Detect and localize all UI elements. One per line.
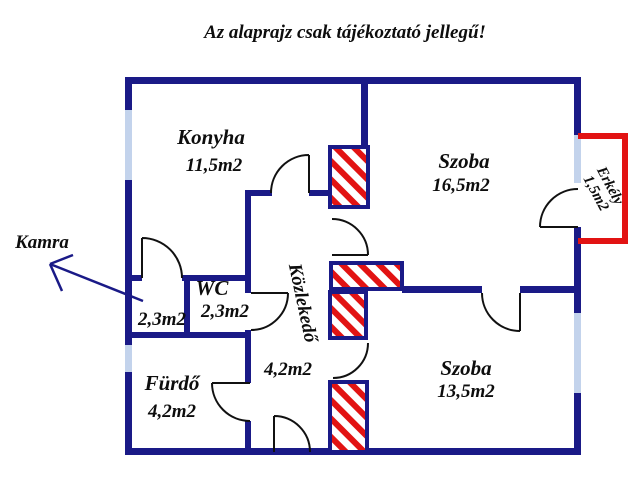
label-szoba-nagy-name: Szoba [438,148,490,173]
door-szoba-nagy [331,218,369,256]
disclaimer-title: Az alaprajz csak tájékoztató jellegű! [204,22,486,44]
door-wc [250,292,289,331]
label-kamra-area: 2,3m2 [137,309,187,331]
door-erkely [539,188,579,228]
interior-walls [132,77,574,448]
shafts [328,145,404,454]
window-szoba-kis [574,313,581,393]
shaft-bottom [328,380,369,454]
balcony-outline [578,133,628,244]
label-kozlekedo-area: 4,2m2 [263,359,313,381]
label-szoba-kis-area: 13,5m2 [437,381,495,403]
label-szoba-kis-name: Szoba [440,355,492,380]
window-erkely [574,135,581,183]
label-konyha-name: Konyha [177,124,245,149]
label-wc-area: 2,3m2 [200,301,250,323]
doors [141,154,579,453]
door-furdo [211,382,251,422]
door-konyha [270,154,310,194]
door-szoba-kis-hall [332,342,369,379]
label-szoba-nagy-area: 16,5m2 [432,175,490,197]
label-furdo-area: 4,2m2 [147,401,197,423]
label-furdo-name: Fürdő [144,370,200,395]
shaft-middle [328,290,368,340]
shaft-top [328,145,370,209]
kamra-arrow [48,253,144,303]
shaft-strip [329,261,404,291]
door-szoba-kis [481,292,521,332]
label-konyha-area: 11,5m2 [185,155,243,177]
label-kamra-pointer: Kamra [15,232,69,254]
window-furdo [125,345,132,372]
door-entrance [273,415,311,453]
label-wc-name: WC [195,275,229,300]
windows [125,110,581,393]
door-kamra [141,237,183,279]
window-konyha [125,110,132,180]
